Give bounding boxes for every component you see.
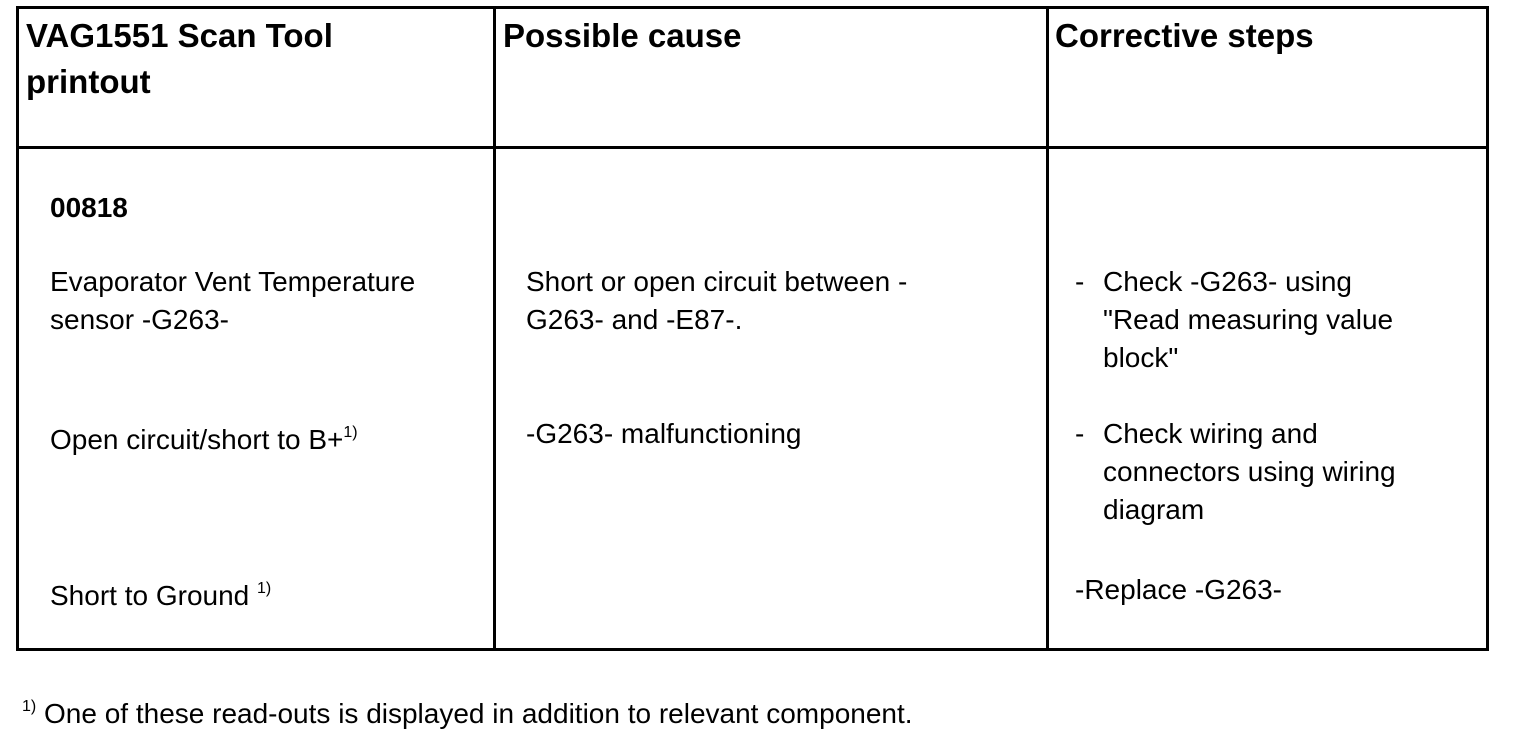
cause-1-line1: Short or open circuit between - bbox=[526, 266, 908, 297]
header-col1-line1: VAG1551 Scan Tool bbox=[26, 17, 333, 54]
column-divider-2 bbox=[1046, 9, 1049, 648]
fault-code: 00818 bbox=[50, 192, 128, 223]
column-divider-1 bbox=[493, 9, 496, 648]
cause-1-line2: G263- and -E87-. bbox=[526, 304, 743, 335]
readout-1-footnote-marker: 1) bbox=[343, 424, 358, 441]
step-1-line3: block" bbox=[1103, 342, 1179, 373]
readout-1-text: Open circuit/short to B+ bbox=[50, 424, 344, 455]
step-1-bullet: - bbox=[1075, 266, 1085, 297]
step-1-line2: "Read measuring value bbox=[1103, 304, 1394, 335]
component-name: Evaporator Vent Temperature sensor -G263… bbox=[50, 263, 415, 339]
footnote: 1) One of these read-outs is displayed i… bbox=[22, 695, 913, 733]
readout-short-to-ground: Short to Ground 1) bbox=[50, 577, 271, 615]
step-2-line1: Check wiring and bbox=[1103, 418, 1318, 449]
step-2-bullet: - bbox=[1075, 418, 1085, 449]
step-1-line1: Check -G263- using bbox=[1103, 266, 1353, 297]
header-divider bbox=[19, 146, 1486, 149]
header-scan-tool-printout: VAG1551 Scan Tool printout bbox=[26, 13, 333, 105]
header-corrective-steps: Corrective steps bbox=[1055, 17, 1314, 54]
component-line2: sensor -G263- bbox=[50, 304, 229, 335]
readout-open-circuit: Open circuit/short to B+1) bbox=[50, 421, 358, 459]
component-line1: Evaporator Vent Temperature bbox=[50, 266, 416, 297]
step-replace-g263: -Replace -G263- bbox=[1075, 574, 1282, 605]
step-2-line2: connectors using wiring bbox=[1103, 456, 1396, 487]
readout-2-text: Short to Ground bbox=[50, 580, 258, 611]
step-2-line3: diagram bbox=[1103, 494, 1205, 525]
readout-2-footnote-marker: 1) bbox=[257, 580, 272, 597]
cause-short-open-circuit: Short or open circuit between - G263- an… bbox=[526, 263, 907, 339]
footnote-marker: 1) bbox=[22, 698, 37, 715]
cause-malfunctioning: -G263- malfunctioning bbox=[526, 418, 802, 449]
header-possible-cause: Possible cause bbox=[503, 17, 742, 54]
diagnostic-table: VAG1551 Scan Tool printout Possible caus… bbox=[16, 6, 1489, 651]
header-col1-line2: printout bbox=[26, 63, 151, 100]
step-check-wiring: -Check wiring and connectors using wirin… bbox=[1075, 415, 1396, 529]
step-check-g263: -Check -G263- using "Read measuring valu… bbox=[1075, 263, 1393, 377]
footnote-text: One of these read-outs is displayed in a… bbox=[36, 698, 913, 729]
